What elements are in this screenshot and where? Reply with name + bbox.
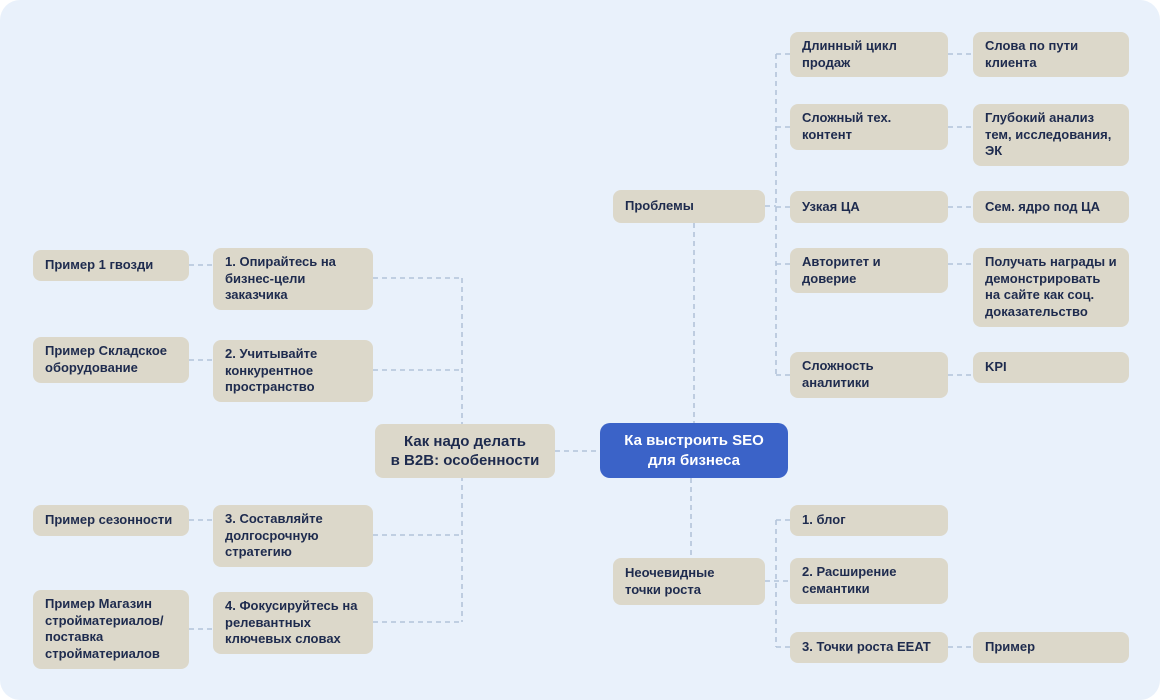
growth-point-node-3[interactable]: 3. Точки роста EEAT [790,632,948,663]
growth-branch-node[interactable]: Неочевидные точки роста [613,558,765,605]
example-node-2[interactable]: Пример Складское оборудование [33,337,189,383]
solution-node-3[interactable]: Сем. ядро под ЦА [973,191,1129,223]
problem-node-2[interactable]: Сложный тех. контент [790,104,948,150]
growth-point-node-2[interactable]: 2. Расширение семантики [790,558,948,604]
problem-node-5[interactable]: Сложность аналитики [790,352,948,398]
growth-example-node[interactable]: Пример [973,632,1129,663]
b2b-rule-node-4[interactable]: 4. Фокусируйтесь на релевантных ключевых… [213,592,373,654]
example-node-1[interactable]: Пример 1 гвозди [33,250,189,281]
growth-point-node-1[interactable]: 1. блог [790,505,948,536]
solution-node-4[interactable]: Получать награды и демонстрировать на са… [973,248,1129,327]
problems-branch-node[interactable]: Проблемы [613,190,765,223]
central-node[interactable]: Ка выстроить SEO для бизнеса [600,423,788,478]
b2b-rule-node-3[interactable]: 3. Составляйте долгосрочную стратегию [213,505,373,567]
example-node-4[interactable]: Пример Магазин стройматериалов/ поставка… [33,590,189,669]
solution-node-1[interactable]: Слова по пути клиента [973,32,1129,78]
problem-node-1[interactable]: Длинный цикл продаж [790,32,948,78]
b2b-rule-node-2[interactable]: 2. Учитывайте конкурентное пространство [213,340,373,402]
problem-node-4[interactable]: Авторитет и доверие [790,248,948,294]
b2b-rule-node-1[interactable]: 1. Опирайтесь на бизнес-цели заказчика [213,248,373,310]
b2b-branch-node[interactable]: Как надо делать в B2B: особенности [375,424,555,478]
solution-node-5[interactable]: KPI [973,352,1129,383]
problem-node-3[interactable]: Узкая ЦА [790,191,948,223]
solution-node-2[interactable]: Глубокий анализ тем, исследования, ЭК [973,104,1129,166]
example-node-3[interactable]: Пример сезонности [33,505,189,536]
